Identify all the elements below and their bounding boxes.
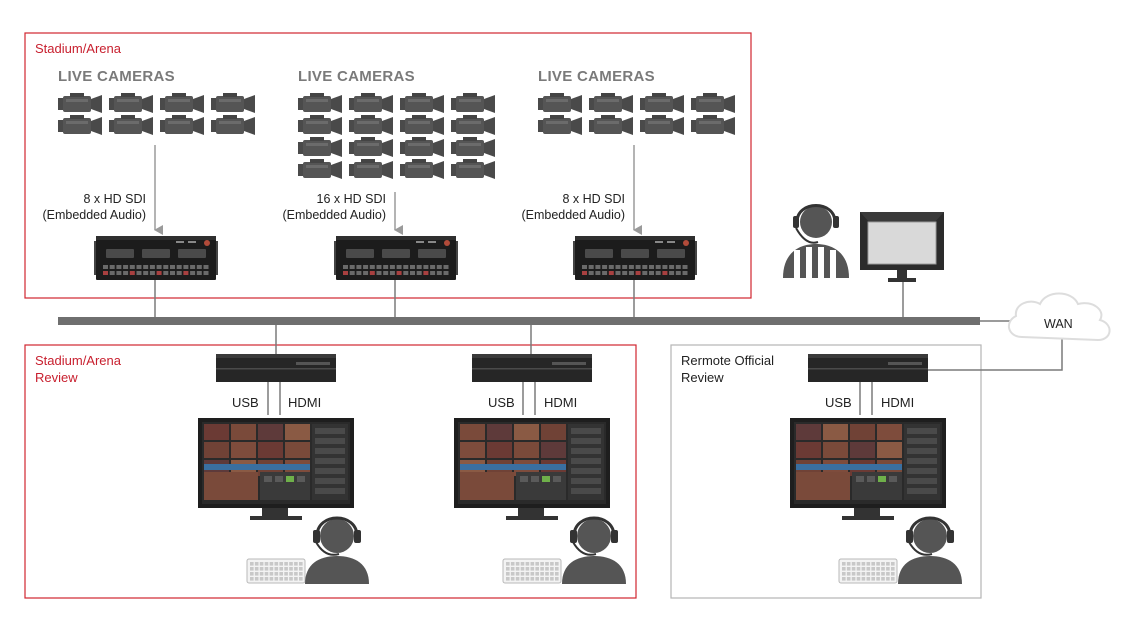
video-camera-icon: [58, 93, 102, 113]
camera-group-heading: LIVE CAMERAS: [298, 68, 415, 85]
video-camera-icon: [349, 93, 393, 113]
keyboard-icon: [838, 558, 898, 584]
cloud-icon: [1007, 292, 1111, 342]
video-camera-icon: [451, 115, 495, 135]
referee-headset-icon: [783, 204, 849, 278]
workstation-icon: [808, 354, 928, 382]
rack-server-icon: [94, 236, 218, 280]
video-camera-icon: [298, 137, 342, 157]
port-label-usb: USB: [488, 395, 515, 410]
video-camera-icon: [451, 159, 495, 179]
video-camera-icon: [298, 93, 342, 113]
port-label-hdmi: HDMI: [544, 395, 577, 410]
sdi-feed-label-line1: 8 x HD SDI: [83, 192, 146, 206]
review-monitor-icon: [790, 418, 946, 520]
video-camera-icon: [349, 159, 393, 179]
port-label-hdmi: HDMI: [288, 395, 321, 410]
port-label-hdmi: HDMI: [881, 395, 914, 410]
workstation-icon: [216, 354, 336, 382]
video-camera-icon: [349, 115, 393, 135]
zone-review-title-line2: Review: [35, 370, 78, 385]
headset-operator-icon: [562, 516, 626, 584]
zone-review-title-line1: Stadium/Arena: [35, 353, 122, 368]
port-label-usb: USB: [232, 395, 259, 410]
camera-group-heading: LIVE CAMERAS: [538, 68, 655, 85]
zone-stadium-review: [24, 344, 637, 599]
video-camera-icon: [211, 115, 255, 135]
video-camera-icon: [538, 93, 582, 113]
video-camera-icon: [349, 137, 393, 157]
remote-wan-link: [928, 335, 1063, 371]
zone-stadium-arena: [24, 32, 752, 299]
video-camera-icon: [691, 93, 735, 113]
video-camera-icon: [400, 93, 444, 113]
video-camera-icon: [298, 115, 342, 135]
video-camera-icon: [451, 137, 495, 157]
rack-server-icon: [334, 236, 458, 280]
video-camera-icon: [58, 115, 102, 135]
workstation-icon: [472, 354, 592, 382]
network-backbone-bus: [58, 317, 980, 325]
sdi-feed-label-line2: (Embedded Audio): [282, 208, 386, 222]
sdi-feed-label-line1: 8 x HD SDI: [562, 192, 625, 206]
camera-group-heading: LIVE CAMERAS: [58, 68, 175, 85]
review-monitor-icon: [454, 418, 610, 520]
zone-stadium-title: Stadium/Arena: [35, 41, 122, 56]
video-camera-icon: [589, 115, 633, 135]
video-camera-icon: [211, 93, 255, 113]
headset-operator-icon: [898, 516, 962, 584]
video-camera-icon: [109, 115, 153, 135]
video-camera-icon: [400, 159, 444, 179]
sdi-feed-label-line2: (Embedded Audio): [521, 208, 625, 222]
zone-remote-title-line2: Review: [681, 370, 724, 385]
video-camera-icon: [400, 115, 444, 135]
video-camera-icon: [640, 115, 684, 135]
video-camera-icon: [160, 115, 204, 135]
wan-label: WAN: [1044, 317, 1073, 331]
video-camera-icon: [538, 115, 582, 135]
video-camera-icon: [451, 93, 495, 113]
video-camera-icon: [589, 93, 633, 113]
video-camera-icon: [109, 93, 153, 113]
keyboard-icon: [246, 558, 306, 584]
sdi-feed-label-line2: (Embedded Audio): [42, 208, 146, 222]
video-camera-icon: [298, 159, 342, 179]
zone-remote-title-line1: Rermote Official: [681, 353, 774, 368]
sdi-feed-label-line1: 16 x HD SDI: [317, 192, 386, 206]
video-camera-icon: [160, 93, 204, 113]
video-camera-icon: [640, 93, 684, 113]
video-camera-icon: [400, 137, 444, 157]
keyboard-icon: [502, 558, 562, 584]
zone-remote-review: [670, 344, 982, 599]
rack-server-icon: [573, 236, 697, 280]
headset-operator-icon: [305, 516, 369, 584]
video-camera-icon: [691, 115, 735, 135]
port-label-usb: USB: [825, 395, 852, 410]
review-monitor-icon: [198, 418, 354, 520]
monitor-icon: [860, 212, 944, 282]
